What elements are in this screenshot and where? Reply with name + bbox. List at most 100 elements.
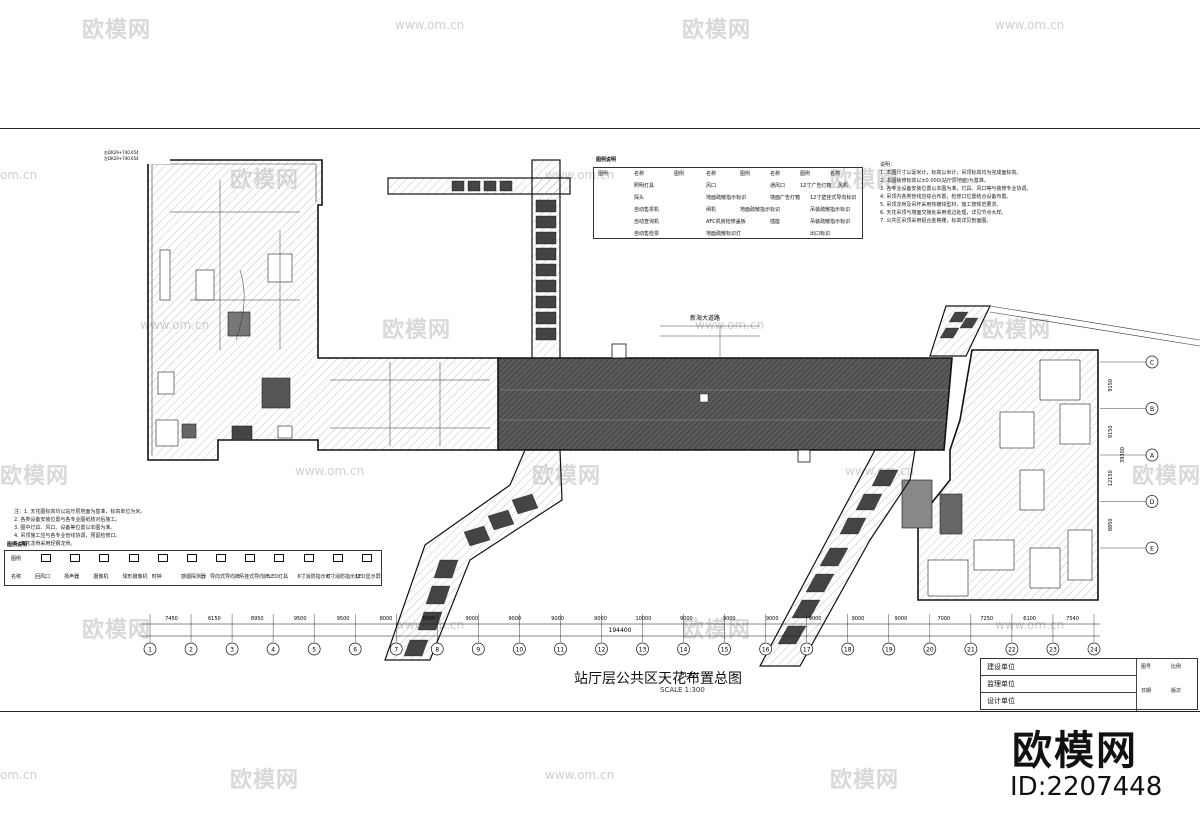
legend-item: 出口标识: [810, 231, 831, 237]
grid-axis-label: 17: [803, 647, 811, 654]
grid-axis-bubble: [430, 642, 444, 656]
grid-axis-bubble: [471, 642, 485, 656]
bay-dimension-label: 9000: [895, 616, 908, 622]
northeast-passage: [929, 305, 1200, 357]
notes-left: 注：1. 天花图标高均以站厅层地面为基准，标高单位为米。 2. 各类设备安装位置…: [14, 508, 145, 548]
grid-axis-bubble: [348, 642, 362, 656]
legend-header: 名称: [830, 171, 841, 177]
legend-header: 名称: [11, 574, 22, 580]
title-block-row: 建设单位: [981, 659, 1136, 676]
title-block-cell: 版次: [1171, 688, 1182, 694]
legend-header: 图例: [674, 171, 685, 177]
grid-axis-bubble: [636, 642, 649, 656]
legend-item: 摄像机: [93, 574, 109, 580]
legend-symbol: [41, 554, 51, 562]
legend-item: 回风口: [35, 574, 51, 580]
legend-item: 闸机: [706, 207, 717, 213]
bay-dimension-label: 9000: [680, 616, 693, 622]
bay-dimension-label: 7540: [1066, 616, 1079, 622]
title-block-right: 图号 比例 日期 版次: [1136, 659, 1199, 711]
bay-dimension-label: 6100: [1023, 616, 1036, 622]
grid-axis-label: 8: [435, 647, 439, 654]
bay-dimension-label: 6150: [208, 616, 221, 622]
grid-axis-label: 1: [148, 647, 152, 654]
bay-dimension-label: 9000: [723, 616, 736, 622]
bay-dimension-label: 8950: [251, 616, 264, 622]
grid-axis-label: 10: [516, 647, 524, 654]
legend-symbol: [274, 554, 285, 562]
bay-dimension-label: 9000: [852, 616, 865, 622]
legend-symbol: [186, 554, 197, 562]
grid-axis-bubble: [225, 642, 239, 656]
grid-axis-label: 9: [476, 647, 480, 654]
grid-axis-bubble: [266, 642, 280, 656]
legend-header: 图例: [11, 556, 22, 562]
legend-item: 导向式导向牌: [210, 574, 241, 580]
grid-axis-bubble: [595, 642, 608, 656]
legend-symbol: [216, 554, 226, 562]
central-concourse: 新海大道路: [497, 314, 953, 463]
grid-axis-label: 23: [1049, 647, 1057, 654]
grid-axis-bubble: [143, 642, 157, 656]
bay-dimension-label: 8000: [380, 616, 393, 622]
left-hall: 右DK29+740.654 左DK29+740.654: [100, 148, 501, 461]
legend-item: 吊挂式导向牌: [239, 574, 270, 580]
grid-axis-label: 16: [762, 647, 770, 654]
grid-axis-label: 20: [926, 647, 934, 654]
bay-dimension-label: 9000: [766, 616, 779, 622]
legend-item: 地面疏散标识灯: [706, 231, 742, 237]
title-block-cell: 图号: [1141, 664, 1152, 670]
legend-item: 自动查询机: [634, 219, 660, 225]
grid-axis-label: 3: [230, 647, 234, 654]
legend-symbol: [157, 554, 168, 562]
legend-item: LED显示屏: [355, 574, 381, 580]
legend-item: 吊装疏散指示标识: [810, 207, 851, 213]
title-block-label: 设计单位: [987, 697, 1015, 705]
notes-line: 7. 公共区吊顶采用铝合金格栅，标高详见剖面图。: [880, 218, 992, 224]
drawing-scale: SCALE 1:300: [660, 686, 705, 694]
row-axis-label: C: [1150, 360, 1154, 367]
right-hall: [901, 349, 1099, 601]
bay-dimension-label: 9000: [809, 616, 822, 622]
notes-line: 5. 吊顶龙骨及吊杆采用热镀锌型材，施工按规范要求。: [880, 202, 1002, 208]
drawing-title: 站厅层公共区天花布置总图: [574, 671, 742, 687]
road-label: 新海大道路: [690, 314, 720, 322]
legend-item: LED灯具: [268, 574, 289, 580]
legend-symbol: [70, 554, 81, 562]
row-axis-bubble: [1145, 541, 1159, 555]
grid-axis-bubble: [513, 642, 526, 656]
grid-axis-bubble: [964, 642, 978, 656]
row-axis-label: D: [1150, 499, 1155, 506]
row-dimension-label: 8850: [1108, 518, 1114, 531]
row-dimension-label: 9150: [1108, 425, 1114, 438]
legend-item: 感烟探测器: [180, 574, 206, 580]
legend-item: 通风口: [770, 183, 786, 189]
notes-line: 注：1. 天花图标高均以站厅层地面为基准，标高单位为米。: [14, 509, 146, 515]
drawing-title-en: PLAN: [680, 671, 699, 679]
grid-axis-bubble: [307, 642, 321, 656]
row-axis-bubble: [1145, 495, 1159, 508]
grid-axis-bubble: [759, 642, 773, 656]
legend-item: 扬声器: [64, 574, 80, 580]
bay-dimension-label: 9500: [294, 616, 307, 622]
chainage-label: 左DK29+740.654: [104, 155, 139, 161]
notes-line: 1. 本图尺寸以毫米计，标高以米计，吊顶标高均为完成面标高。: [880, 170, 1022, 176]
notes-line: 4. 吊顶内各类管线应综合布置，检修口位置结合设备布置。: [880, 194, 1012, 200]
row-axis-label: E: [1150, 546, 1154, 553]
title-block: 建设单位 监理单位 设计单位 图号 比例 日期 版次: [980, 658, 1199, 711]
southwest-passage: [384, 449, 563, 661]
legend-item: 吊装疏散指示标识: [810, 219, 851, 225]
grid-axis-bubble: [923, 642, 937, 656]
grid-axis-label: 5: [312, 647, 316, 654]
legend-table-top: 图例说明 图例 名称 图例 名称 图例 名称 图例 名称 照明灯具 风口 通风口…: [593, 157, 863, 239]
grid-axis-label: 22: [1008, 647, 1016, 654]
legend-symbol: [128, 554, 139, 562]
grid-axis-bubble: [184, 642, 198, 656]
legend-symbol: [332, 554, 343, 562]
row-axis-label: A: [1150, 453, 1155, 460]
bay-dimension-label: 9000: [594, 616, 607, 622]
grid-axis-bubble: [1005, 642, 1019, 656]
total-dimension: 194400: [609, 627, 632, 634]
